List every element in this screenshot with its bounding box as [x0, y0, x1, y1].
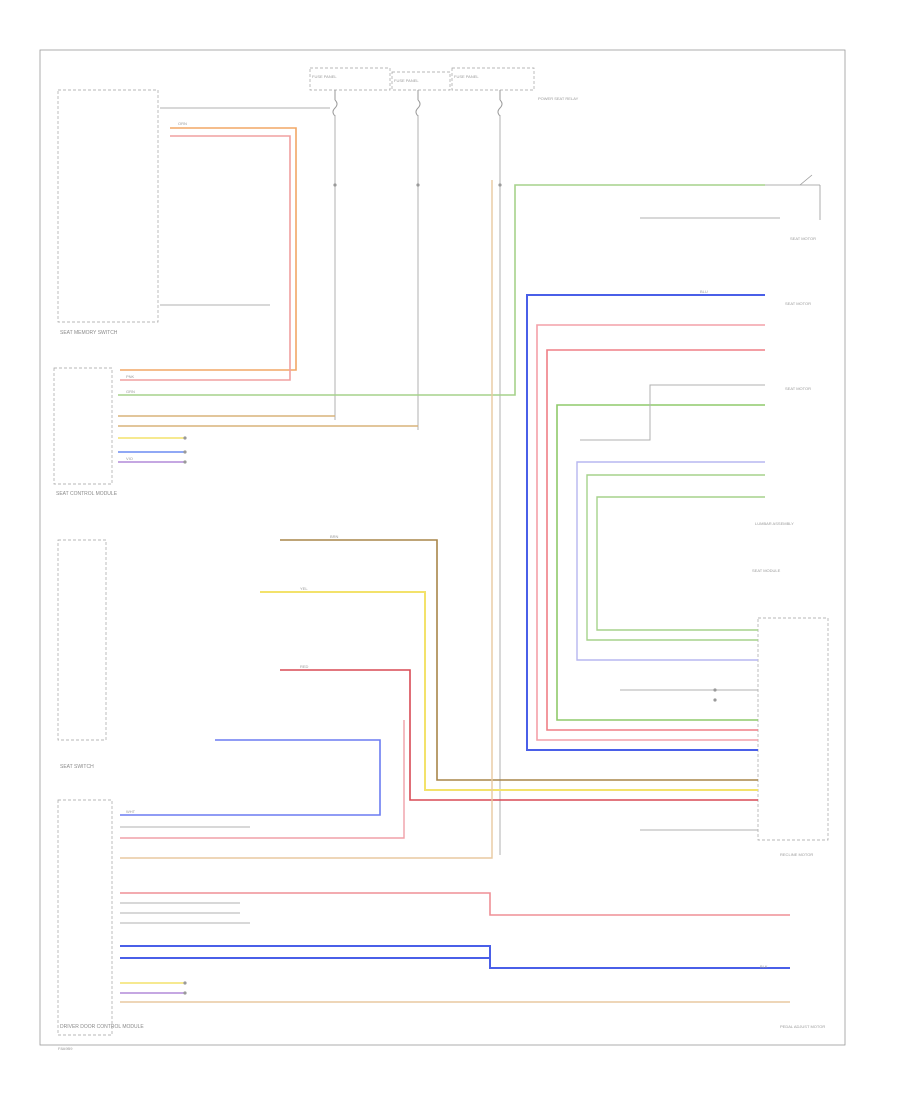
wire-label-green: GRN [126, 389, 135, 394]
wire-label-red: RED [300, 664, 309, 669]
wire-blue-right [526, 294, 765, 751]
seat-motor-1-label: SEAT MOTOR [790, 236, 816, 241]
power-relay-label: POWER SEAT RELAY [538, 96, 579, 101]
fuse-panel-1-label: FUSE PANEL [312, 74, 337, 79]
wire-red-right [546, 349, 765, 731]
wire-tan-door [120, 180, 493, 859]
wire-label-orange: ORN [178, 121, 187, 126]
wire-green-right-2 [586, 474, 765, 641]
wire-orange-memory [120, 127, 297, 371]
wire-label-pink: PNK [126, 374, 135, 379]
gray-stubs [120, 217, 780, 924]
wire-label-brown: BRN [330, 534, 339, 539]
seat-switch-box [57, 539, 107, 741]
wire-pink-memory [120, 135, 291, 381]
wire-label-black: BLK [760, 964, 768, 969]
wire-label-violet: VIO [126, 456, 133, 461]
seat-motor-2-label: SEAT MOTOR [785, 301, 811, 306]
wire-blue-door [120, 739, 381, 816]
wire-label-yellow: YEL [300, 586, 308, 591]
wire-red-door [120, 892, 790, 916]
ground-module-label: SEAT MODULE [752, 568, 781, 573]
fuse-panel-2-label: FUSE PANEL [394, 78, 419, 83]
memory-switch-label: SEAT MEMORY SWITCH [60, 330, 118, 336]
fuse-panel-1-box [309, 67, 391, 91]
fuses [332, 90, 503, 117]
wire-gray-right [580, 384, 765, 441]
wire-pink-right-1 [536, 324, 765, 741]
seat-switch-label: SEAT SWITCH [60, 764, 94, 770]
wire-label-white: WHT [126, 809, 136, 814]
seat-motor-3-label: SEAT MOTOR [785, 386, 811, 391]
seat-control-module-label: SEAT CONTROL MODULE [56, 491, 118, 497]
seat-control-module-box [53, 367, 113, 485]
fuse-panel-3-label: FUSE PANEL [454, 74, 479, 79]
lumbar-assembly-label: LUMBAR ASSEMBLY [755, 521, 794, 526]
wire-label-blue: BLU [700, 289, 708, 294]
wire-green-right-3 [596, 496, 765, 631]
wire-blue-door-3 [120, 957, 491, 968]
right-switch-1 [765, 174, 821, 220]
diagram-frame [39, 49, 846, 1046]
connector-dots [183, 183, 717, 995]
wire-pink-door [120, 720, 405, 839]
door-module-label: DRIVER DOOR CONTROL MODULE [60, 1024, 144, 1030]
memory-switch-box [57, 89, 159, 323]
wire-green-long [118, 184, 765, 396]
door-module-box [57, 799, 113, 1036]
ground-module-box [757, 617, 829, 841]
wire-yellow-seat [260, 591, 758, 791]
footer-code: F8A9B9 [58, 1046, 73, 1051]
wire-green-right-1 [556, 404, 765, 721]
pedal-motor-label: PEDAL ADJUST MOTOR [780, 1024, 825, 1029]
recline-motor-label: RECLINE MOTOR [780, 852, 813, 857]
fuse-panel-2-box [391, 71, 451, 91]
wire-brown-seat [280, 539, 758, 781]
fuse-panel-3-box [451, 67, 535, 91]
wire-red-seat [280, 669, 758, 801]
wire-lavender-right [576, 461, 765, 661]
